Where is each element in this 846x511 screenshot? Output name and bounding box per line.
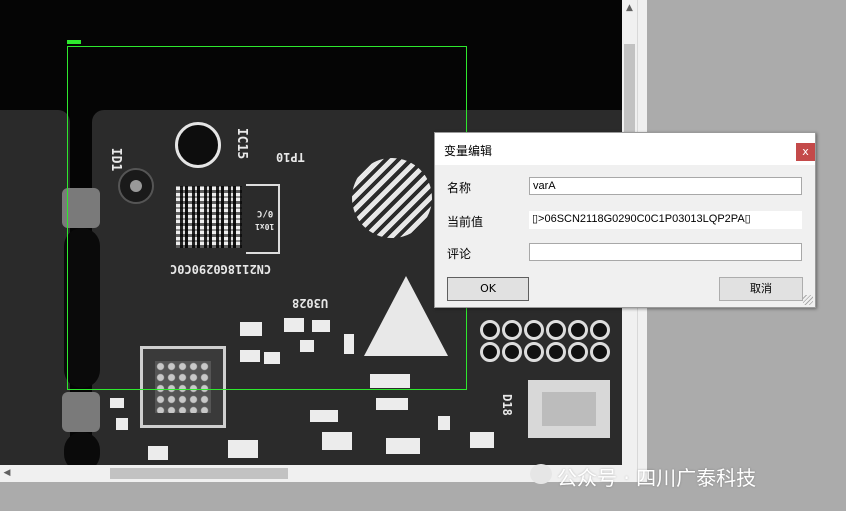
smd-pad bbox=[116, 418, 128, 430]
current-value-field[interactable]: ▯>06SCN2118G0290C0C1P03013LQP2PA▯ bbox=[529, 211, 802, 229]
via-hole bbox=[524, 342, 544, 362]
name-label: 名称 bbox=[447, 181, 472, 195]
mounting-hole bbox=[175, 122, 221, 168]
smd-pad bbox=[376, 398, 408, 410]
smd-pad bbox=[148, 446, 168, 460]
wechat-icon bbox=[530, 464, 552, 484]
board-clip bbox=[62, 188, 100, 228]
via-hole bbox=[590, 342, 610, 362]
comment-label: 评论 bbox=[447, 247, 472, 261]
silk-d18: D18 bbox=[499, 394, 514, 416]
chevron-left-icon[interactable]: ◀ bbox=[3, 468, 11, 478]
smd-pad bbox=[284, 318, 304, 332]
label-outline bbox=[246, 184, 280, 254]
via-hole bbox=[524, 320, 544, 340]
roi-handle[interactable] bbox=[67, 40, 81, 44]
smd-pad bbox=[240, 350, 260, 362]
variable-edit-dialog: 变量编辑 x 名称 varA 当前值 ▯>06SCN2118G0290C0C1P… bbox=[434, 132, 816, 308]
horizontal-scroll-thumb[interactable] bbox=[110, 468, 288, 479]
current-value-label: 当前值 bbox=[447, 215, 484, 229]
smd-pad bbox=[470, 432, 494, 448]
smd-pad bbox=[386, 438, 420, 454]
ok-button[interactable]: OK bbox=[447, 277, 529, 301]
vertical-scroll-thumb[interactable] bbox=[624, 44, 635, 132]
via-hole bbox=[590, 320, 610, 340]
board-clip bbox=[62, 392, 100, 432]
power-pad bbox=[528, 380, 610, 438]
comment-field[interactable] bbox=[529, 243, 802, 261]
via-hole bbox=[568, 342, 588, 362]
cancel-button[interactable]: 取消 bbox=[719, 277, 803, 301]
smd-pad bbox=[110, 398, 124, 408]
dialog-title: 变量编辑 bbox=[444, 144, 493, 158]
smd-pad bbox=[300, 340, 314, 352]
smd-pad bbox=[322, 432, 352, 450]
horizontal-scrollbar[interactable]: ◀ bbox=[0, 465, 637, 482]
via-hole bbox=[502, 320, 522, 340]
smd-pad bbox=[344, 334, 354, 354]
smd-pad bbox=[240, 322, 262, 336]
name-field[interactable]: varA bbox=[529, 177, 802, 195]
smd-pad bbox=[310, 410, 338, 422]
via-hole bbox=[568, 320, 588, 340]
via-hole bbox=[502, 342, 522, 362]
fiducial-mark bbox=[118, 168, 154, 204]
smd-pad bbox=[438, 416, 450, 430]
pcb-edge bbox=[0, 110, 70, 465]
resize-grip-icon[interactable] bbox=[803, 295, 813, 305]
via-hole bbox=[546, 320, 566, 340]
esd-symbol bbox=[352, 158, 432, 238]
close-icon[interactable]: x bbox=[796, 143, 815, 161]
board-slot bbox=[64, 432, 100, 465]
watermark: 公众号 · 四川广泰科技 bbox=[557, 466, 757, 490]
bga-chip bbox=[140, 346, 226, 428]
smd-pad bbox=[228, 440, 258, 458]
board-slot bbox=[64, 228, 100, 388]
smd-pad bbox=[264, 352, 280, 364]
via-hole bbox=[546, 342, 566, 362]
roi-rectangle[interactable] bbox=[67, 46, 467, 390]
via-hole bbox=[480, 320, 500, 340]
smd-pad bbox=[370, 374, 410, 388]
via-hole bbox=[480, 342, 500, 362]
chevron-up-icon[interactable]: ▲ bbox=[626, 3, 633, 13]
datamatrix-code bbox=[176, 186, 242, 248]
dialog-titlebar[interactable]: 变量编辑 x bbox=[435, 133, 815, 165]
scroll-corner bbox=[622, 465, 637, 482]
smd-pad bbox=[312, 320, 330, 332]
